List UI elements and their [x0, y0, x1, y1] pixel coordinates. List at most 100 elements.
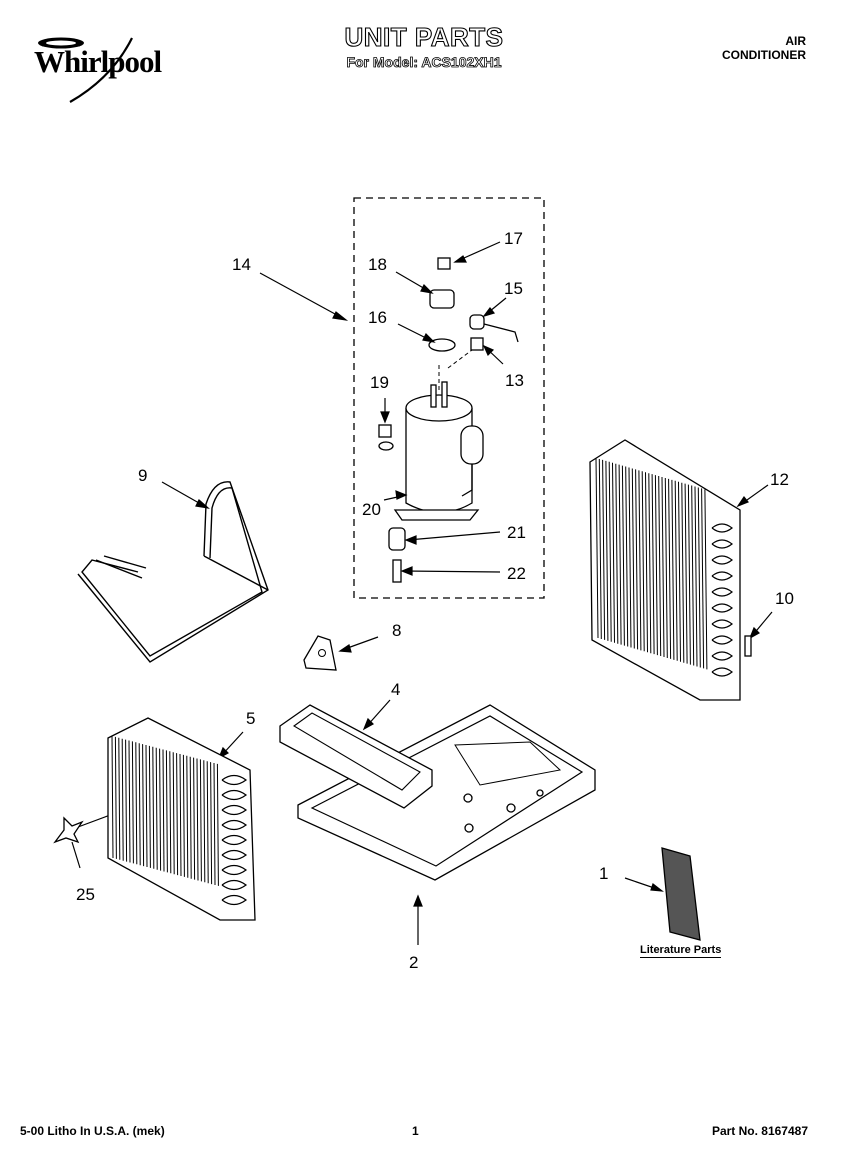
condenser-fin — [631, 468, 635, 649]
wire-rack — [77, 481, 269, 663]
condenser-fin — [701, 488, 705, 669]
condenser-fin — [595, 457, 599, 639]
evaporator-tube-bend — [221, 879, 248, 891]
evaporator-fin — [152, 746, 155, 869]
evaporator-fin — [155, 747, 158, 870]
condenser-fin — [674, 480, 678, 661]
condenser-tube-bend — [711, 523, 733, 533]
evaporator-fin — [138, 743, 141, 866]
product-type-line2: CONDITIONER — [722, 48, 806, 62]
condenser-fin — [671, 479, 675, 660]
callout-12: 12 — [770, 470, 789, 489]
condenser-fin — [625, 466, 629, 647]
mount-nut — [378, 424, 392, 438]
callout-17: 17 — [504, 229, 523, 248]
condenser-fin — [641, 471, 645, 652]
condenser-tube-bend — [711, 635, 733, 645]
evaporator-fin — [111, 735, 114, 859]
overload-clip — [470, 337, 484, 351]
evaporator-tube-bend — [221, 849, 248, 861]
leader-arrows — [69, 241, 773, 945]
evaporator-fin — [172, 752, 175, 875]
whirlpool-swirl-logo — [38, 37, 84, 49]
evaporator-fin — [169, 751, 172, 874]
callout-25: 25 — [76, 885, 95, 904]
evaporator-fin — [131, 741, 134, 864]
condenser-tube-bend — [711, 667, 733, 677]
evaporator-fin — [199, 759, 202, 882]
condenser-fin — [635, 469, 639, 650]
logo-swirl-tail — [69, 37, 133, 103]
evaporator-fin — [176, 753, 179, 876]
callout-18: 18 — [368, 255, 387, 274]
condenser-tube-bend — [711, 603, 733, 613]
condenser-fin — [668, 478, 672, 659]
evaporator-tube-bend — [221, 864, 248, 876]
evaporator-fin — [189, 756, 192, 879]
callout-2: 2 — [409, 953, 418, 972]
evaporator-fin — [186, 755, 189, 878]
callout-1: 1 — [599, 864, 608, 883]
evaporator-fin — [162, 749, 165, 872]
evaporator-tube-bend — [221, 804, 248, 816]
condenser-fin — [602, 459, 606, 640]
mount-washer — [378, 441, 394, 451]
condenser-fin — [661, 476, 665, 658]
condenser-fin — [654, 475, 658, 656]
base-pan — [297, 704, 596, 881]
condenser-fin — [621, 465, 625, 646]
condenser-fin — [681, 482, 685, 663]
condenser-fin — [648, 473, 652, 654]
evaporator-tube-bend — [221, 774, 248, 786]
evaporator-tube-bend — [221, 789, 248, 801]
condenser-fin — [664, 477, 668, 658]
terminal-cover — [429, 289, 455, 309]
callout-15: 15 — [504, 279, 523, 298]
callout-19: 19 — [370, 373, 389, 392]
model-subtitle: For Model: ACS102XH1 — [346, 54, 502, 71]
evaporator-fin — [210, 762, 213, 885]
evaporator-fin — [128, 740, 131, 863]
evaporator-fin — [142, 744, 145, 867]
callout-22: 22 — [507, 564, 526, 583]
evaporator-fin — [193, 757, 196, 880]
callout-13: 13 — [505, 371, 524, 390]
evaporator-fin — [135, 742, 138, 865]
evaporator-fin — [121, 738, 124, 861]
condenser-fin — [694, 486, 698, 667]
evaporator-fin — [206, 761, 209, 884]
condenser-tube-bend — [711, 651, 733, 661]
callout-8: 8 — [392, 621, 401, 640]
coil-tube-fitting — [744, 635, 752, 657]
condenser-fin — [608, 461, 612, 642]
condenser-fin — [645, 472, 648, 653]
evaporator-fin — [125, 739, 128, 862]
coil-clip — [53, 816, 84, 844]
evaporator-fin — [179, 753, 182, 877]
evaporator-fin — [182, 754, 185, 877]
condenser-coil — [589, 439, 752, 701]
callout-14: 14 — [232, 255, 251, 274]
condenser-tube-bend — [711, 539, 733, 549]
callout-10: 10 — [775, 589, 794, 608]
evaporator-fin — [203, 760, 206, 883]
condenser-fin — [651, 474, 655, 655]
callout-5: 5 — [246, 709, 255, 728]
brand-logo: Whirlpool — [34, 44, 162, 79]
condenser-fin — [697, 487, 701, 668]
callout-16: 16 — [368, 308, 387, 327]
part-number: Part No. 8167487 — [711, 1124, 808, 1138]
condenser-fin — [691, 485, 695, 666]
evaporator-fin — [118, 737, 121, 860]
evaporator-fin — [159, 748, 162, 871]
terminal-nut — [437, 257, 451, 270]
compressor-group-box — [353, 197, 545, 599]
literature-booklet — [661, 847, 701, 941]
condenser-fin — [687, 484, 691, 665]
condenser-fin — [638, 470, 642, 651]
evaporator-fin — [196, 758, 199, 881]
evaporator-fin — [148, 745, 151, 868]
terminal-gasket — [428, 338, 456, 352]
callout-4: 4 — [391, 680, 400, 699]
